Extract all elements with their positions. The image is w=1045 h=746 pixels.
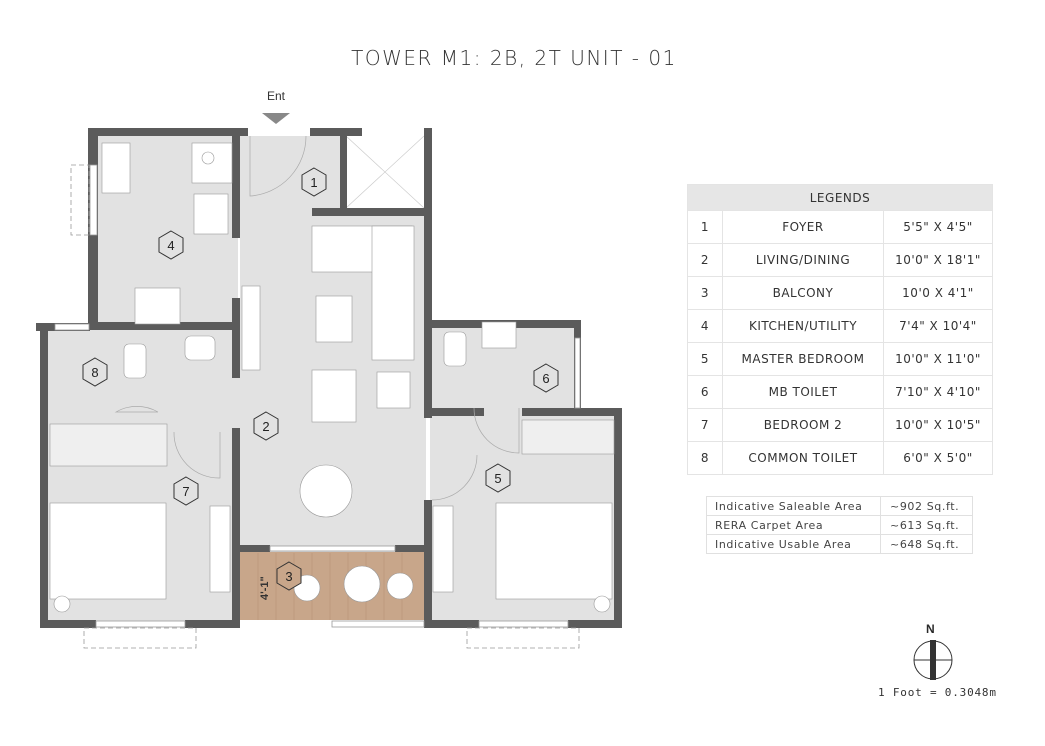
room-tag-5: 5 [485,463,511,493]
door-swings [114,135,520,501]
room-number: 6 [687,375,723,409]
area-row: RERA Carpet Area~613 Sq.ft. [706,515,973,535]
area-label: Indicative Saleable Area [706,496,881,516]
room-tag-6: 6 [533,363,559,393]
svg-text:5: 5 [494,471,501,486]
compass-north-label: N [926,622,935,636]
room-size: 5'5" X 4'5" [883,210,993,244]
room-name: KITCHEN/UTILITY [722,309,884,343]
north-compass-icon [913,640,953,680]
room-name: COMMON TOILET [722,441,884,475]
room-size: 10'0 X 4'1" [883,276,993,310]
room-tags: 1 2 3 4 5 6 7 8 [82,167,559,591]
area-value: ~613 Sq.ft. [880,515,973,535]
entrance-arrow-icon [262,113,290,124]
entrance-label: Ent [267,89,286,103]
room-size: 6'0" X 5'0" [883,441,993,475]
legend-header: LEGENDS [687,184,993,211]
room-size: 10'0" X 10'5" [883,408,993,442]
room-name: MASTER BEDROOM [722,342,884,376]
room-number: 5 [687,342,723,376]
area-table: Indicative Saleable Area~902 Sq.ft. RERA… [706,496,973,554]
svg-text:4: 4 [167,238,174,253]
room-tag-1: 1 [301,167,327,197]
room-name: LIVING/DINING [722,243,884,277]
area-value: ~648 Sq.ft. [880,534,973,554]
room-number: 3 [687,276,723,310]
fixtures [49,142,615,613]
room-number: 2 [687,243,723,277]
room-size: 10'0" X 18'1" [883,243,993,277]
svg-text:2: 2 [262,419,269,434]
plan-title: TOWER M1: 2B, 2T UNIT - 01 [351,46,677,70]
shaft-cross [345,135,425,209]
area-label: Indicative Usable Area [706,534,881,554]
room-name: MB TOILET [722,375,884,409]
svg-text:7: 7 [182,484,189,499]
room-name: BALCONY [722,276,884,310]
room-tag-4: 4 [158,230,184,260]
svg-text:3: 3 [285,569,292,584]
room-tag-3: 3 [276,561,302,591]
room-size: 7'4" X 10'4" [883,309,993,343]
windows [54,164,581,628]
room-size: 7'10" X 4'10" [883,375,993,409]
svg-text:1: 1 [310,175,317,190]
svg-text:6: 6 [542,371,549,386]
room-number: 4 [687,309,723,343]
room-number: 7 [687,408,723,442]
room-tag-8: 8 [82,357,108,387]
area-value: ~902 Sq.ft. [880,496,973,516]
room-size: 10'0" X 11'0" [883,342,993,376]
room-tag-7: 7 [173,476,199,506]
area-label: RERA Carpet Area [706,515,881,535]
room-number: 8 [687,441,723,475]
room-tag-2: 2 [253,411,279,441]
svg-text:8: 8 [91,365,98,380]
area-row: Indicative Saleable Area~902 Sq.ft. [706,496,973,516]
room-name: FOYER [722,210,884,244]
balcony-dimension: 4'-1" [259,576,271,600]
room-number: 1 [687,210,723,244]
scale-note: 1 Foot = 0.3048m [878,686,997,699]
room-name: BEDROOM 2 [722,408,884,442]
projections [70,164,580,649]
area-row: Indicative Usable Area~648 Sq.ft. [706,534,973,554]
